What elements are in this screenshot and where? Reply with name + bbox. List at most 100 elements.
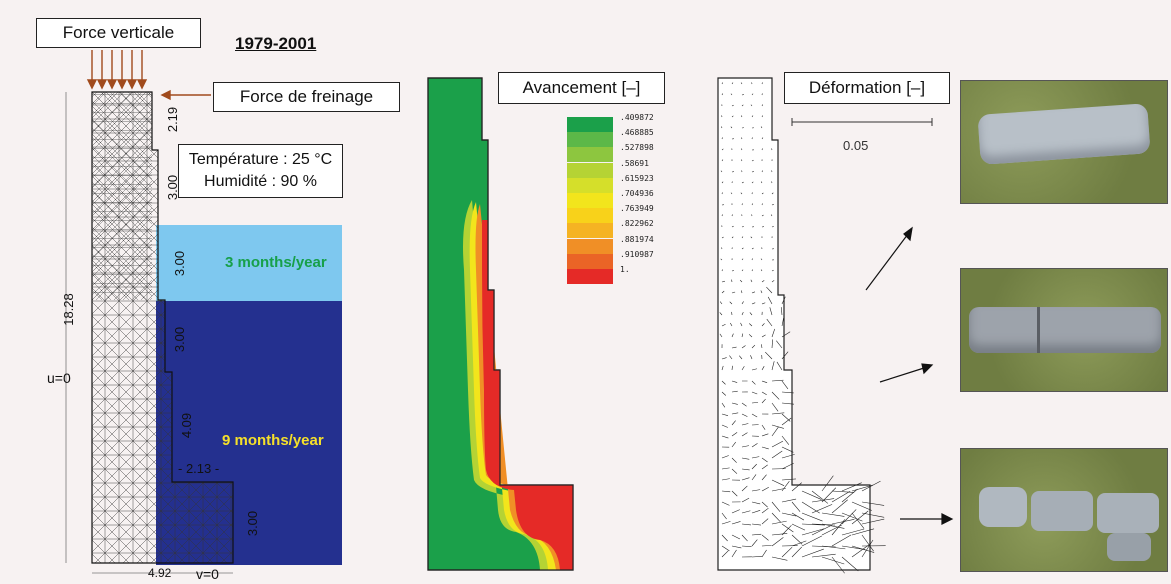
deformation-vector [751, 181, 754, 184]
sample-photo-cracked [960, 268, 1168, 392]
photo-arrows [865, 226, 954, 525]
dim-label: - 2.13 - [178, 461, 220, 476]
deformation-vector [731, 104, 734, 107]
deformation-vector [721, 550, 729, 558]
deformation-vector [781, 380, 789, 390]
deformation-vector [721, 82, 723, 85]
deformation-vector [821, 545, 846, 550]
deformation-vector [751, 380, 756, 385]
deformation-vector [751, 115, 754, 118]
deformation-vector [740, 290, 743, 294]
deformation-vector [771, 402, 779, 412]
deformation-vector [761, 545, 772, 547]
legend-swatch [567, 147, 613, 163]
deformation-vector [861, 512, 885, 518]
deformation-vector [741, 432, 748, 437]
deformation-vector [766, 286, 773, 294]
deformation-vector [771, 537, 784, 547]
deformation-vector [721, 181, 724, 184]
deformation-vector [780, 307, 783, 316]
deformation-vector [761, 486, 769, 492]
legend-value: .409872 [620, 113, 654, 122]
deformation-vector [751, 269, 753, 272]
deformation-vector [721, 490, 731, 493]
deformation-vector [831, 499, 848, 514]
deformation-vector [791, 501, 801, 512]
deformation-vector [771, 501, 781, 512]
deformation-vector [791, 523, 806, 531]
scale-bar-label: 0.05 [843, 138, 869, 153]
deformation-vector [761, 391, 767, 396]
deformation-vector [731, 236, 734, 239]
deformation-vector [731, 432, 738, 437]
deformation-vector [731, 549, 737, 558]
deformation-vector [750, 236, 753, 239]
deformation-vector [765, 351, 773, 360]
deformation-vector [719, 312, 723, 316]
deformation-vector [739, 279, 743, 283]
deformation-vector [741, 311, 744, 316]
deformation-vector [821, 487, 837, 503]
deformation-vector [741, 534, 748, 542]
deformation-vector [721, 126, 723, 129]
legend-value: .58691 [620, 158, 649, 168]
deformation-vector [761, 302, 766, 305]
temperature-text: Température : 25 °C [188, 151, 333, 168]
deformation-vector [751, 489, 761, 492]
deformation-vector [821, 523, 845, 529]
deformation-vector [751, 523, 762, 526]
deformation-vector [751, 443, 758, 448]
deformation-vector [740, 322, 743, 327]
deformation-vector [731, 380, 738, 383]
deformation-vector [721, 290, 725, 294]
deformation-vector [751, 456, 760, 459]
deformation-vector [721, 236, 724, 239]
deformation-vector [811, 498, 835, 503]
legend-value: .704936 [620, 189, 654, 198]
deformation-vector [831, 534, 852, 547]
deformation-vector [741, 226, 744, 228]
deformation-vector [730, 93, 733, 96]
deformation-vector [781, 498, 797, 503]
legend-swatch [567, 269, 613, 284]
deformation-vector [771, 533, 788, 536]
deformation-vector [721, 545, 730, 552]
deformation-vector [721, 192, 723, 195]
deformation-vector [821, 556, 845, 565]
deformation-vector [761, 474, 767, 481]
deformation-vector [750, 355, 753, 360]
deformation-vector [781, 331, 791, 338]
deformation-vector [801, 535, 823, 547]
deformation-vector [781, 417, 792, 426]
deformation-vector [861, 518, 885, 525]
deformation-vector [731, 270, 734, 272]
deformation-vector [761, 344, 763, 349]
deformation-vector [741, 402, 747, 407]
deformation-vector [781, 391, 794, 394]
deformation-vector [771, 520, 787, 525]
humidity-text: Humidité : 90 % [204, 173, 317, 190]
deformation-vector [739, 355, 743, 360]
deformation-vector [760, 258, 763, 261]
deformation-vector [766, 318, 773, 327]
band-9-months-label: 9 months/year [222, 432, 324, 449]
deformation-vector [771, 479, 785, 486]
deformation-vector [731, 291, 736, 294]
deformation-vector [841, 528, 865, 536]
height-dim-label: 18.28 [60, 293, 76, 326]
deformation-vector [851, 528, 875, 536]
deformation-vector [851, 510, 869, 525]
deformation-vector [741, 104, 744, 107]
deformation-vector [741, 445, 750, 448]
deformation-vector [740, 192, 743, 195]
legend-value: 1. [620, 265, 630, 274]
deformation-vector [761, 518, 769, 525]
deformation-vector [801, 501, 820, 514]
force-freinage-text: Force de freinage [239, 87, 374, 106]
deformation-vector [721, 365, 724, 371]
deformation-vector [741, 236, 744, 239]
deformation-vector [781, 402, 795, 405]
deformation-label-text: Déformation [–] [808, 78, 926, 97]
width-dim-label: 4.92 [148, 566, 172, 580]
band-3-months-label: 3 months/year [225, 254, 327, 271]
